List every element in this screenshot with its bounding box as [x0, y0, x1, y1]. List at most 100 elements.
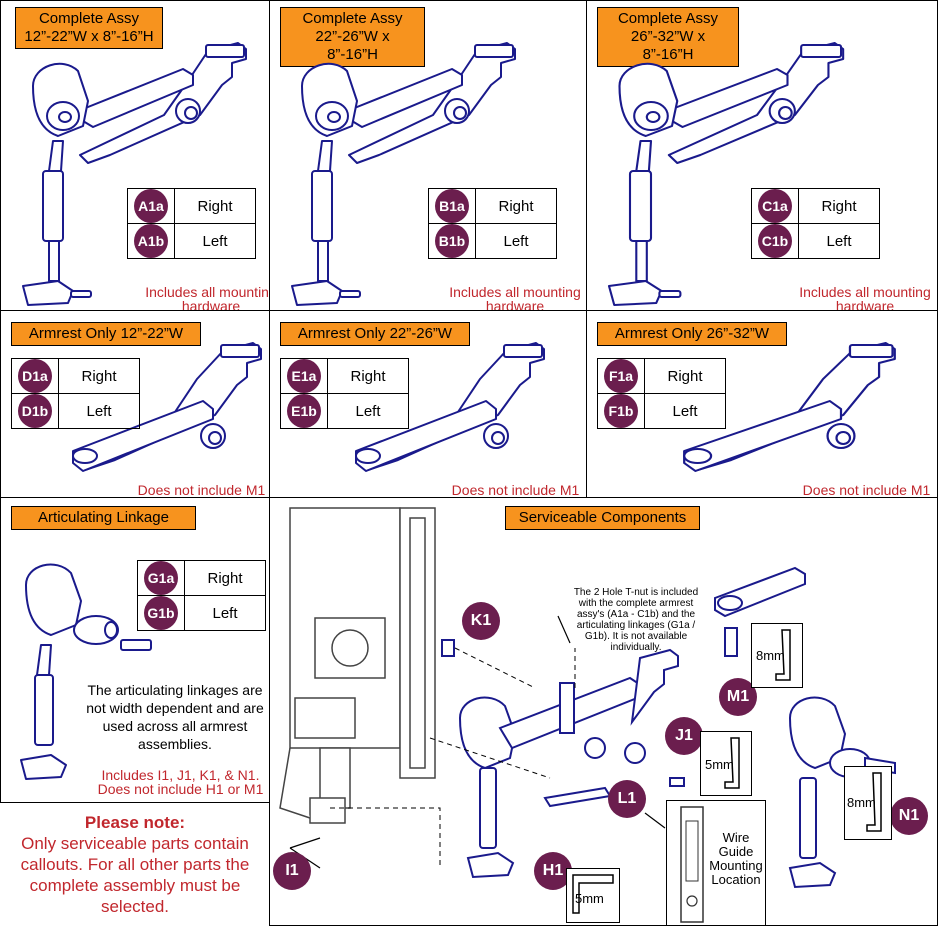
- panel-title: Complete Assy 26”-32”W x 8”-16”H: [597, 7, 739, 67]
- callout-l1[interactable]: L1: [608, 780, 646, 818]
- linkage-includes-note: Includes I1, J1, K1, & N1. Does not incl…: [93, 768, 268, 796]
- wrench-n1-box: 8mm: [844, 766, 892, 840]
- panel-title: Serviceable Components: [505, 506, 700, 530]
- note-line-1: Includes all mounting: [449, 284, 581, 300]
- part-code-badge: C1b: [758, 224, 792, 258]
- wire-guide-drawing: [680, 806, 704, 923]
- complete-assy-drawing: [22, 42, 247, 306]
- please-note-line-1: Only serviceable parts contain: [21, 834, 249, 853]
- title-line-1: Complete Assy: [302, 10, 403, 27]
- part-code-badge: D1a: [18, 359, 52, 393]
- note-line-2: hardware: [835, 298, 895, 311]
- wire-line-2: Guide: [718, 844, 754, 859]
- hex-key-icon: [572, 874, 614, 914]
- panel-title: Articulating Linkage: [11, 506, 196, 530]
- note-line-2: Does not include H1 or M1: [97, 781, 264, 797]
- side-label: Right: [798, 188, 880, 224]
- part-code-badge: F1b: [604, 394, 638, 428]
- side-label: Left: [174, 223, 256, 259]
- side-label: Left: [798, 223, 880, 259]
- side-label: Left: [327, 393, 409, 429]
- tnut-line-2: with the complete armrest: [578, 598, 694, 609]
- note-line-1: Includes all mounting: [145, 284, 277, 300]
- wire-line-1: Wire: [722, 830, 750, 845]
- wrench-size: 5mm: [575, 891, 604, 906]
- side-label: Left: [58, 393, 140, 429]
- part-code-badge: E1b: [287, 394, 321, 428]
- part-code-badge: D1b: [18, 394, 52, 428]
- note-line-2: hardware: [485, 298, 545, 311]
- part-code-badge: F1a: [604, 359, 638, 393]
- tnut-line-4: articulating linkages (G1a /: [576, 620, 696, 631]
- callout-m1[interactable]: M1: [719, 678, 757, 716]
- callout-k1[interactable]: K1: [462, 602, 500, 640]
- note-line-2: hardware: [181, 298, 241, 311]
- wrench-j1-box: 5mm: [700, 731, 752, 796]
- part-code-badge: G1b: [144, 596, 178, 630]
- panel-title: Armrest Only 22”-26”W: [280, 322, 470, 346]
- complete-assy-drawing: [291, 42, 516, 306]
- side-label: Left: [184, 595, 266, 631]
- wrench-h1-box: 5mm: [566, 868, 620, 923]
- hex-key-icon: [724, 737, 740, 789]
- side-label: Right: [475, 188, 557, 224]
- side-label: Right: [174, 188, 256, 224]
- complete-assy-drawing: [607, 41, 845, 307]
- please-note-line-4: selected.: [100, 897, 170, 916]
- part-code-badge: G1a: [144, 561, 178, 595]
- desc-line-2: not width dependent and are: [86, 700, 264, 716]
- desc-line-4: assemblies.: [138, 736, 212, 752]
- please-note-heading: Please note:: [84, 813, 186, 832]
- hex-key-icon: [775, 629, 791, 681]
- callout-i1[interactable]: I1: [273, 852, 311, 890]
- part-code-badge: A1b: [134, 224, 168, 258]
- desc-line-3: used across all armrest: [102, 718, 248, 734]
- callout-h1[interactable]: H1: [534, 852, 572, 890]
- note-line-1: Includes all mounting: [799, 284, 931, 300]
- panel-title: Complete Assy 12”-22”W x 8”-16”H: [15, 7, 163, 49]
- side-label: Left: [475, 223, 557, 259]
- desc-line-1: The articulating linkages are: [87, 682, 263, 698]
- side-label: Right: [327, 358, 409, 394]
- callout-j1[interactable]: J1: [665, 717, 703, 755]
- chair-frame-drawing: [279, 507, 896, 898]
- tnut-line-1: The 2 Hole T-nut is included: [573, 587, 699, 598]
- hardware-note: Includes all mounting hardware: [795, 284, 935, 311]
- part-code-badge: B1a: [435, 189, 469, 223]
- wire-line-3: Mounting: [709, 858, 763, 873]
- linkage-description: The articulating linkages are not width …: [85, 681, 265, 753]
- title-line-1: Complete Assy: [38, 10, 140, 27]
- panel-title: Armrest Only 12”-22”W: [11, 322, 201, 346]
- part-code-badge: E1a: [287, 359, 321, 393]
- side-label: Right: [58, 358, 140, 394]
- title-line-2: 22”-26”W x 8”-16”H: [315, 28, 390, 63]
- wrench-size: 8mm: [847, 795, 876, 810]
- callout-n1[interactable]: N1: [890, 797, 928, 835]
- side-label: Right: [644, 358, 726, 394]
- please-note: Please note: Only serviceable parts cont…: [0, 812, 270, 917]
